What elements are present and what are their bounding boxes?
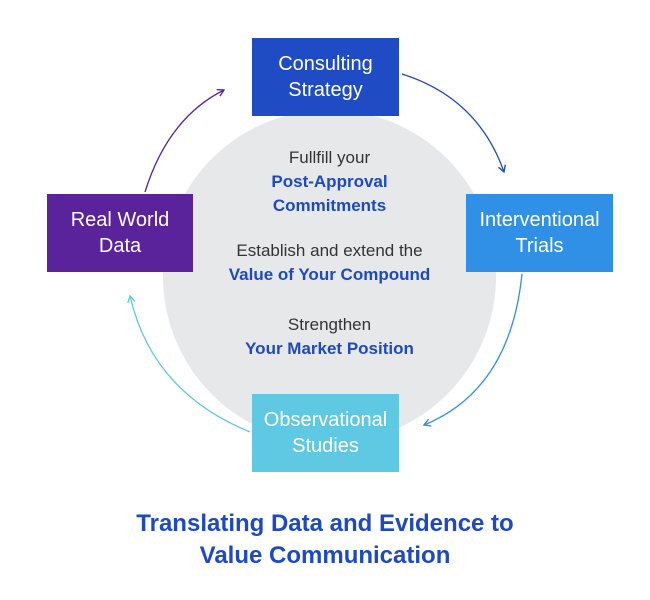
- arrow-trials-to-studies: [422, 273, 523, 427]
- node-real-world-data: Real World Data: [47, 194, 193, 272]
- center-block-value: Establish and extend the Value of Your C…: [163, 239, 496, 287]
- node-label: Observational: [263, 409, 388, 431]
- node-label: Studies: [292, 435, 359, 457]
- center-highlight: Value of Your Compound: [228, 265, 431, 284]
- center-circle: [163, 110, 496, 443]
- caption-line: Value Communication: [199, 542, 451, 569]
- node-label: Strategy: [288, 79, 363, 101]
- node-consulting-strategy: Consulting Strategy: [252, 38, 399, 116]
- center-highlight: Commitments: [272, 196, 387, 215]
- node-label: Real World: [70, 209, 170, 231]
- center-block-commitments: Fullfill your Post-Approval Commitments: [163, 146, 496, 218]
- arrow-data-to-strategy: [144, 88, 226, 193]
- arrow-strategy-to-trials: [401, 73, 506, 174]
- center-highlight: Your Market Position: [245, 339, 414, 358]
- caption-line: Translating Data and Evidence to: [136, 510, 514, 537]
- center-text-line: Strengthen: [287, 315, 372, 334]
- node-label: Trials: [515, 235, 564, 257]
- center-text-line: Fullfill your: [288, 148, 371, 167]
- node-label: Consulting: [278, 53, 373, 75]
- diagram-caption: Translating Data and Evidence to Value C…: [0, 508, 650, 572]
- center-highlight: Post-Approval: [271, 172, 388, 191]
- center-text-line: Establish and extend the: [236, 241, 423, 260]
- node-interventional-trials: Interventional Trials: [466, 194, 613, 272]
- arrow-studies-to-data: [127, 294, 251, 433]
- node-label: Interventional: [479, 209, 600, 231]
- node-observational-studies: Observational Studies: [252, 394, 399, 472]
- center-block-market: Strengthen Your Market Position: [163, 313, 496, 361]
- node-label: Data: [98, 235, 142, 257]
